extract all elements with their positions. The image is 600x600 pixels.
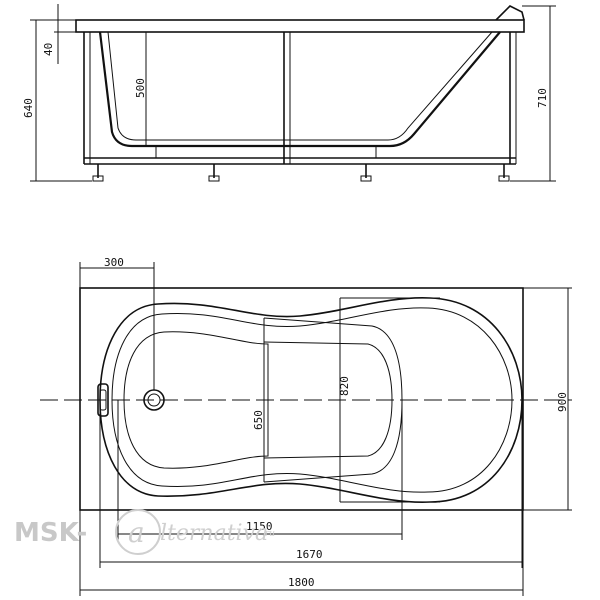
dim-inner-length: 1670 bbox=[99, 400, 523, 568]
dim-drain-offset-label: 300 bbox=[104, 256, 124, 269]
side-headrest bbox=[495, 5, 525, 21]
watermark: MSK- a lternativa .ru bbox=[14, 509, 275, 555]
dim-overall-length: 1800 bbox=[79, 510, 524, 596]
dim-overall-height: 640 bbox=[22, 19, 92, 182]
side-legs bbox=[92, 164, 510, 182]
side-support-block bbox=[155, 145, 377, 159]
dim-overall-height-label: 640 bbox=[22, 98, 35, 118]
dim-seat-width: 650 bbox=[252, 318, 265, 482]
dim-inner-width-label: 820 bbox=[338, 376, 351, 396]
dim-height-with-headrest: 710 bbox=[510, 5, 556, 182]
top-view: 300 820 650 900 1150 bbox=[40, 256, 572, 596]
dim-seat-width-label: 650 bbox=[252, 410, 265, 430]
dim-bottom-length-label: 1150 bbox=[246, 520, 273, 533]
watermark-brand: MSK- bbox=[14, 518, 87, 548]
dim-inner-depth: 500 bbox=[134, 32, 147, 146]
side-tub-body bbox=[98, 31, 501, 148]
side-rim bbox=[75, 19, 525, 33]
dim-height-with-headrest-label: 710 bbox=[536, 88, 549, 108]
dim-overall-width: 900 bbox=[523, 287, 572, 511]
svg-text:a: a bbox=[128, 516, 145, 549]
side-view: 40 500 640 710 bbox=[22, 4, 556, 182]
dim-bottom-length: 1150 bbox=[117, 400, 403, 540]
watermark-script: lternativa bbox=[160, 521, 268, 546]
top-basin-floor bbox=[123, 331, 269, 469]
side-tub-inner bbox=[107, 31, 493, 141]
dim-drain-offset: 300 bbox=[79, 256, 155, 390]
watermark-at-icon: a bbox=[115, 509, 161, 555]
watermark-domain: .ru bbox=[262, 529, 275, 539]
dim-inner-length-label: 1670 bbox=[296, 548, 323, 561]
dim-overall-width-label: 900 bbox=[556, 392, 569, 412]
dim-rim-thickness: 40 bbox=[42, 4, 76, 64]
dim-rim-thickness-label: 40 bbox=[42, 43, 55, 56]
dim-inner-depth-label: 500 bbox=[134, 78, 147, 98]
top-outer-rim bbox=[79, 287, 524, 511]
dim-inner-width: 820 bbox=[338, 297, 440, 503]
dim-overall-length-label: 1800 bbox=[288, 576, 315, 589]
